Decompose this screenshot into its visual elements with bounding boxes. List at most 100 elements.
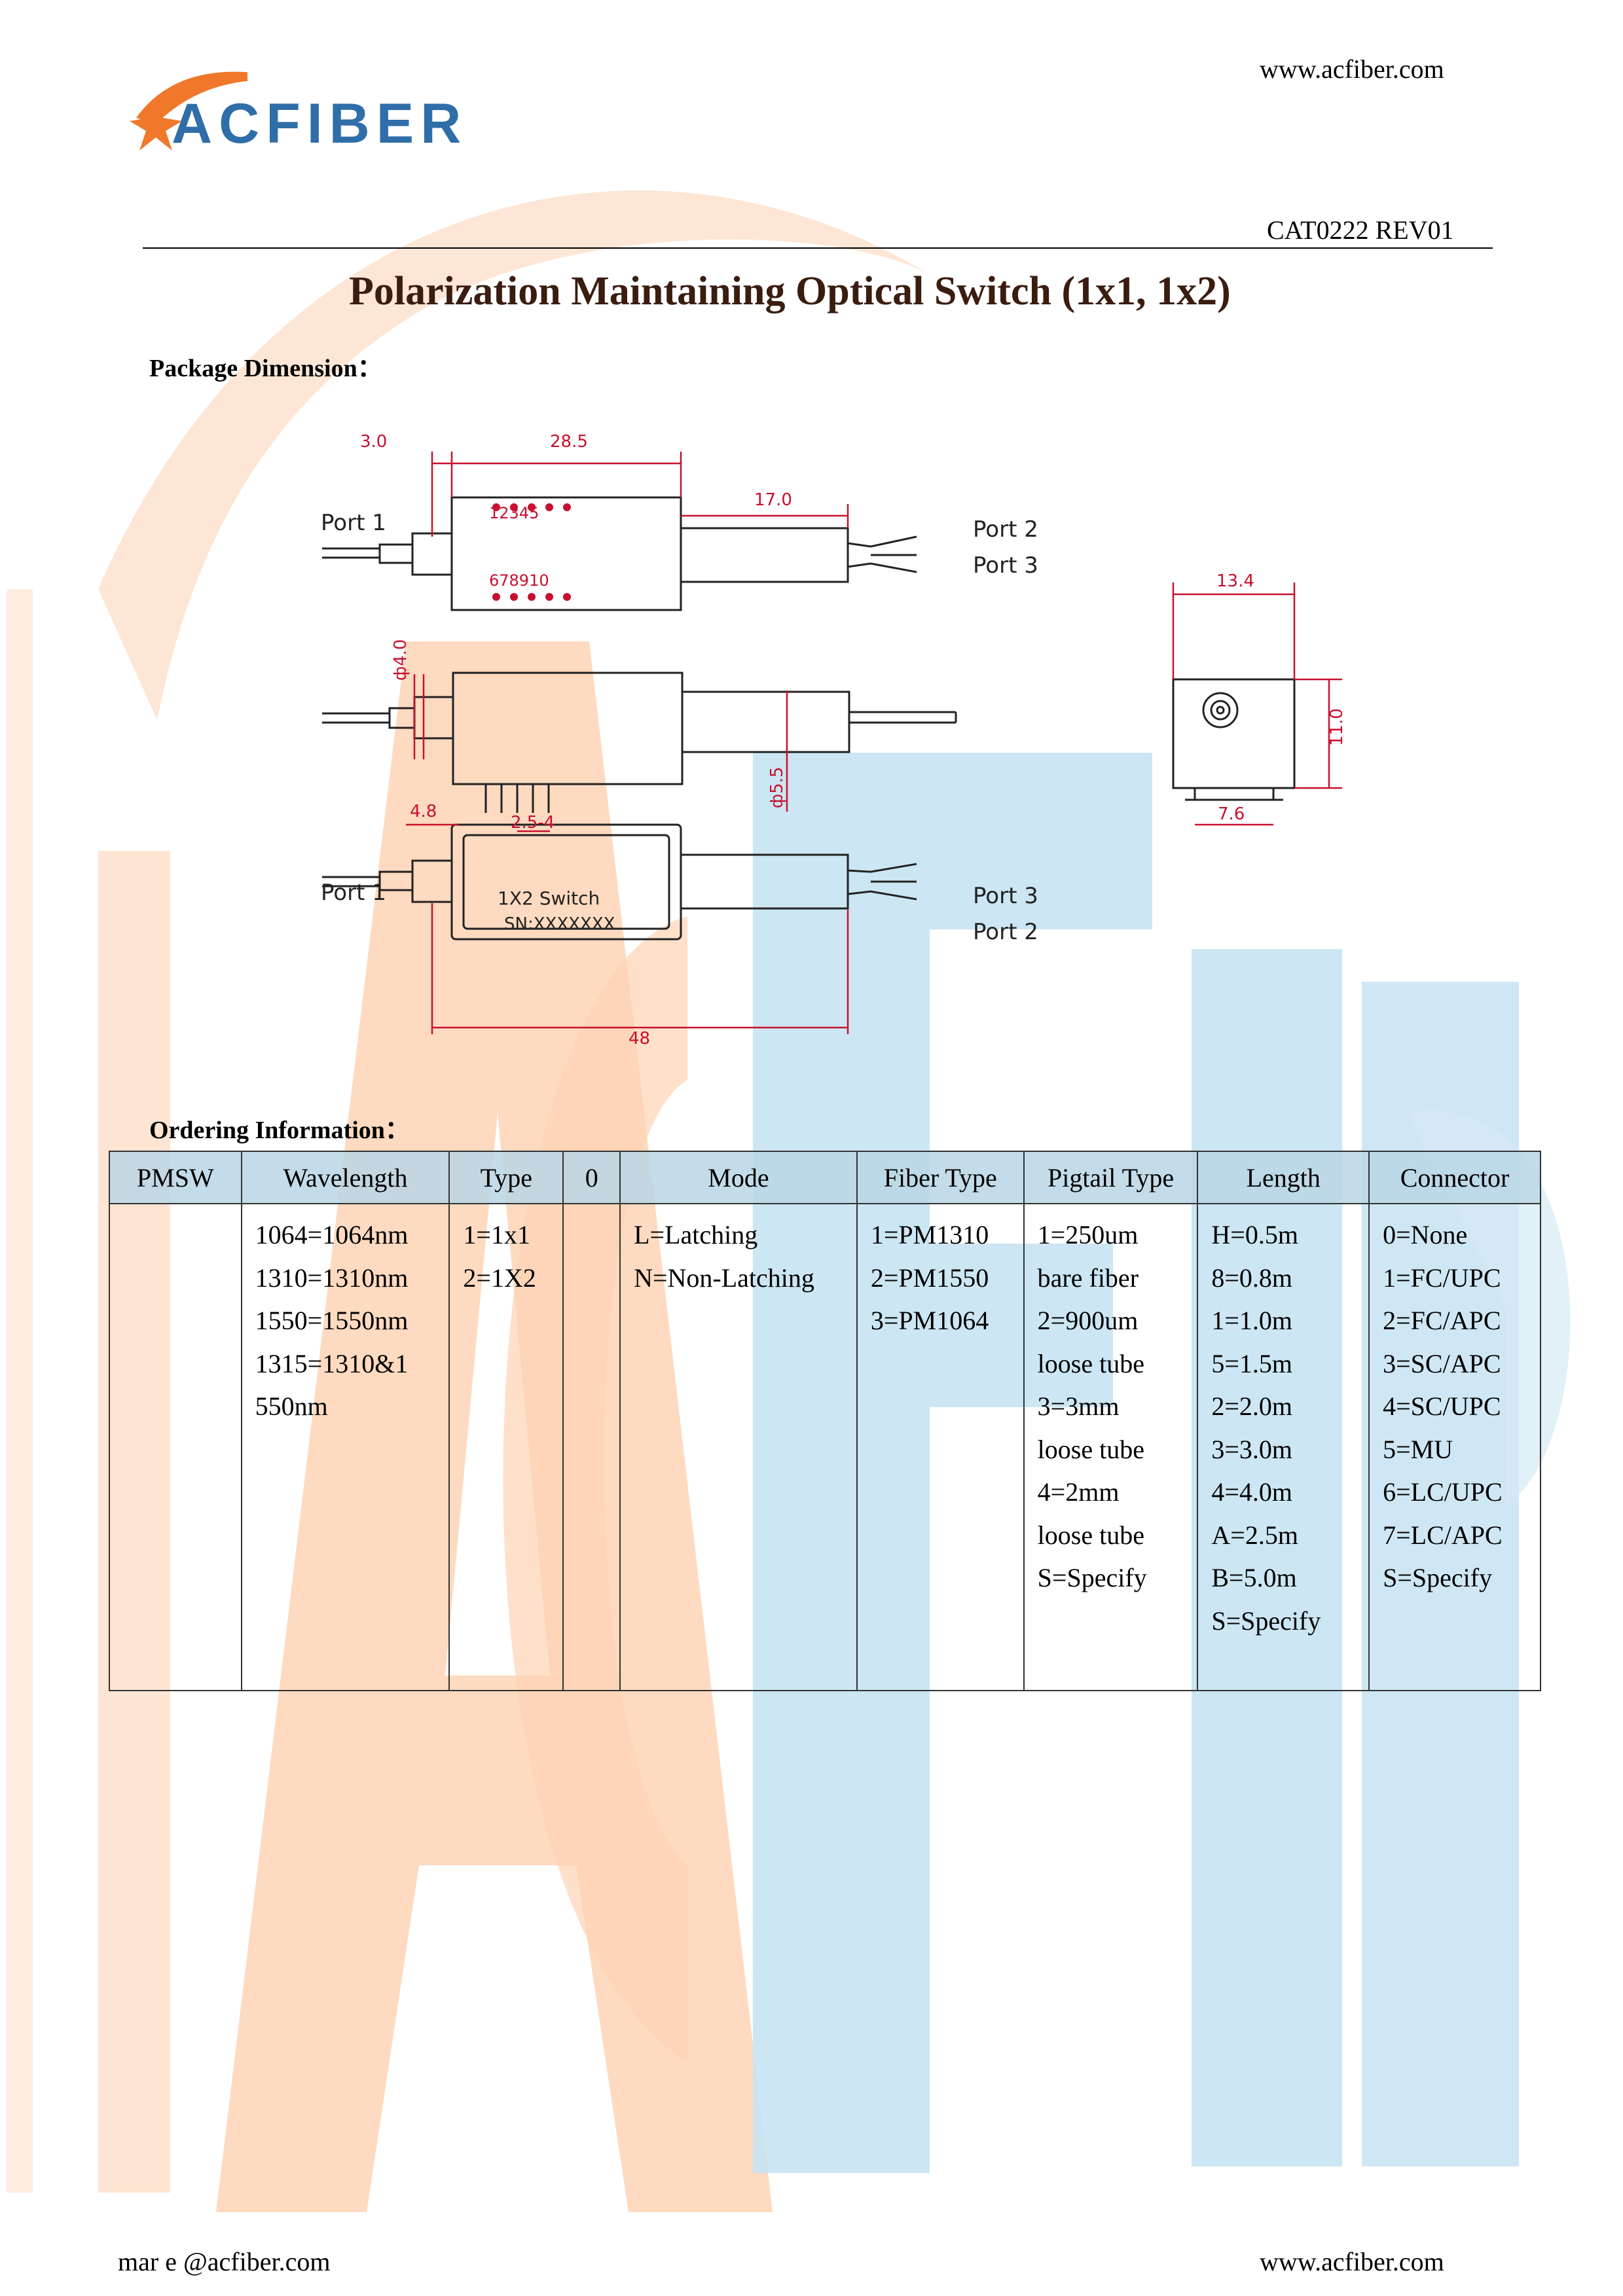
dim-11-0: 11.0 — [1327, 708, 1347, 746]
cell-zero — [562, 1204, 621, 1691]
port2-label: Port 2 — [973, 516, 1038, 543]
option-value: 2=PM1550 — [870, 1263, 989, 1293]
col-header-connector: Connector — [1368, 1151, 1541, 1204]
option-value: 2=900um — [1037, 1306, 1139, 1335]
option-value: 3=PM1064 — [870, 1306, 989, 1335]
doc-number: CAT0222 REV01 — [1267, 215, 1454, 245]
cell-pigtail-type: 1=250um bare fiber 2=900um loose tube 3=… — [1023, 1204, 1199, 1691]
option-value: 2=FC/APC — [1383, 1306, 1501, 1335]
option-value: loose tube — [1037, 1520, 1144, 1550]
watermark-swoosh — [98, 190, 930, 720]
option-value: H=0.5m — [1211, 1220, 1298, 1249]
option-value: 8=0.8m — [1211, 1263, 1293, 1293]
option-value: 1064=1064nm — [255, 1220, 409, 1249]
option-value: 4=2mm — [1037, 1477, 1120, 1507]
footer-website[interactable]: www.acfiber.com — [1260, 2247, 1444, 2276]
table-row: 1064=1064nm 1310=1310nm 1550=1550nm 1315… — [109, 1204, 1541, 1691]
option-value: 5=MU — [1383, 1434, 1453, 1464]
pin-numbers-top: 12345 — [489, 504, 539, 522]
option-value: 1310=1310nm — [255, 1263, 409, 1293]
col-header-length: Length — [1197, 1151, 1370, 1204]
option-value: S=Specify — [1383, 1563, 1493, 1592]
page-title: Polarization Maintaining Optical Switch … — [349, 269, 1231, 314]
option-value: 1=1x1 — [463, 1220, 530, 1249]
col-header-zero: 0 — [562, 1151, 621, 1204]
side-view — [322, 672, 957, 813]
option-value: 0=None — [1383, 1220, 1468, 1249]
option-value: S=Specify — [1211, 1605, 1321, 1636]
col-header-wavelength: Wavelength — [240, 1151, 450, 1204]
ordering-heading: Ordering Information： — [149, 1117, 410, 1144]
dim-4-8: 4.8 — [410, 802, 437, 821]
logo-text: ACFIBER — [172, 92, 468, 155]
header-rule — [143, 247, 1493, 249]
ordering-table: PMSW Wavelength Type 0 Mode Fiber Type P… — [109, 1151, 1541, 1691]
pin-dots — [492, 503, 571, 601]
option-value: 1=PM1310 — [870, 1220, 989, 1249]
option-value: 1=1.0m — [1211, 1306, 1293, 1335]
option-value: 1=FC/UPC — [1383, 1263, 1501, 1293]
option-value: 3=SC/APC — [1383, 1348, 1501, 1378]
cell-fiber-type: 1=PM1310 2=PM1550 3=PM1064 — [856, 1204, 1025, 1691]
watermark-letter-f — [753, 753, 1152, 2173]
option-value: 7=LC/APC — [1383, 1520, 1503, 1550]
option-value: N=Non-Latching — [634, 1263, 814, 1293]
header-website[interactable]: www.acfiber.com — [1260, 54, 1444, 84]
port1-label: Port 1 — [321, 510, 386, 536]
dim-d5-5: ф5.5 — [767, 766, 787, 808]
option-value: 1315=1310&1 — [255, 1348, 409, 1378]
option-value: 5=1.5m — [1211, 1348, 1293, 1378]
option-value: loose tube — [1037, 1434, 1144, 1464]
dim-d4-0: ф4.0 — [391, 639, 410, 681]
cell-connector: 0=None 1=FC/UPC 2=FC/APC 3=SC/APC 4=SC/U… — [1368, 1204, 1541, 1691]
dim-2-5-4: 2.5-4 — [511, 813, 555, 833]
option-value: 2=1X2 — [463, 1263, 536, 1293]
port2-label-bottom: Port 2 — [973, 919, 1038, 945]
package-dimension-drawing: Port 1 Port 2 Port 3 Port 1 Port 3 Port … — [321, 432, 1347, 1049]
port1-label-bottom: Port 1 — [321, 880, 386, 906]
package-heading: Package Dimension： — [149, 355, 382, 382]
switch-label: 1X2 Switch — [498, 888, 600, 909]
table-header-row: PMSW Wavelength Type 0 Mode Fiber Type P… — [109, 1151, 1541, 1204]
col-header-mode: Mode — [619, 1151, 858, 1204]
dim-28-5: 28.5 — [550, 432, 588, 452]
dim-7-6: 7.6 — [1218, 804, 1245, 824]
port3-label: Port 3 — [973, 552, 1038, 579]
top-view — [322, 496, 917, 611]
option-value: 550nm — [255, 1391, 328, 1421]
option-value: A=2.5m — [1211, 1520, 1298, 1550]
logo-star-icon — [130, 71, 247, 151]
option-value: 6=LC/UPC — [1383, 1477, 1503, 1507]
option-value: S=Specify — [1037, 1563, 1147, 1592]
footer-email[interactable]: mar e @acfiber.com — [118, 2247, 331, 2276]
cell-type: 1=1x1 2=1X2 — [448, 1204, 564, 1691]
col-header-type: Type — [448, 1151, 564, 1204]
pin-numbers-bottom: 678910 — [489, 571, 549, 590]
col-header-pigtail-type: Pigtail Type — [1023, 1151, 1199, 1204]
dimension-lines — [406, 452, 1342, 1034]
bottom-view — [322, 823, 917, 941]
cell-mode: L=Latching N=Non-Latching — [619, 1204, 858, 1691]
option-value: 4=SC/UPC — [1383, 1391, 1501, 1421]
option-value: 1=250um — [1037, 1220, 1139, 1249]
serial-label: SN:XXXXXXX — [504, 914, 615, 934]
option-value: 2=2.0m — [1211, 1391, 1293, 1421]
option-value: 1550=1550nm — [255, 1306, 409, 1335]
col-header-fiber-type: Fiber Type — [856, 1151, 1025, 1204]
cell-wavelength: 1064=1064nm 1310=1310nm 1550=1550nm 1315… — [240, 1204, 450, 1691]
cell-pmsw — [109, 1204, 242, 1691]
port3-label-bottom: Port 3 — [973, 883, 1038, 909]
option-value: L=Latching — [634, 1220, 758, 1249]
dim-17-0: 17.0 — [754, 490, 792, 510]
dim-13-4: 13.4 — [1216, 571, 1254, 591]
dim-3-0: 3.0 — [360, 432, 387, 452]
option-value: B=5.0m — [1211, 1563, 1297, 1592]
dim-48: 48 — [629, 1029, 650, 1049]
cell-length: H=0.5m 8=0.8m 1=1.0m 5=1.5m 2=2.0m 3=3.0… — [1197, 1204, 1370, 1691]
end-view — [1172, 678, 1296, 801]
option-value: loose tube — [1037, 1348, 1144, 1378]
option-value: 3=3mm — [1037, 1391, 1120, 1421]
option-value: bare fiber — [1037, 1263, 1139, 1293]
option-value: 4=4.0m — [1211, 1477, 1293, 1507]
option-value: 3=3.0m — [1211, 1434, 1293, 1464]
